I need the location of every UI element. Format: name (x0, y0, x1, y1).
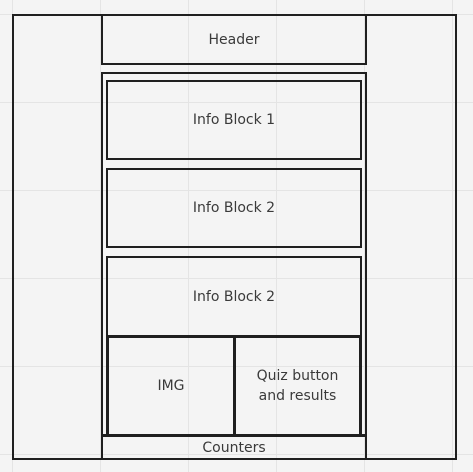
quiz-label: Quiz button and results (256, 368, 339, 404)
counters-box: Counters (101, 434, 367, 460)
quiz-box: Quiz button and results (233, 335, 362, 437)
header-box: Header (101, 14, 367, 65)
counters-label: Counters (202, 439, 266, 456)
info-block-3: Info Block 2 (106, 256, 362, 338)
info-block-3-label: Info Block 2 (192, 289, 276, 305)
info-block-1: Info Block 1 (106, 80, 362, 160)
info-block-1-label: Info Block 1 (192, 112, 276, 128)
header-label: Header (208, 31, 260, 48)
img-placeholder-box: IMG (106, 335, 236, 437)
info-block-2-label: Info Block 2 (192, 200, 276, 216)
info-block-2: Info Block 2 (106, 168, 362, 248)
img-label: IMG (157, 378, 185, 394)
